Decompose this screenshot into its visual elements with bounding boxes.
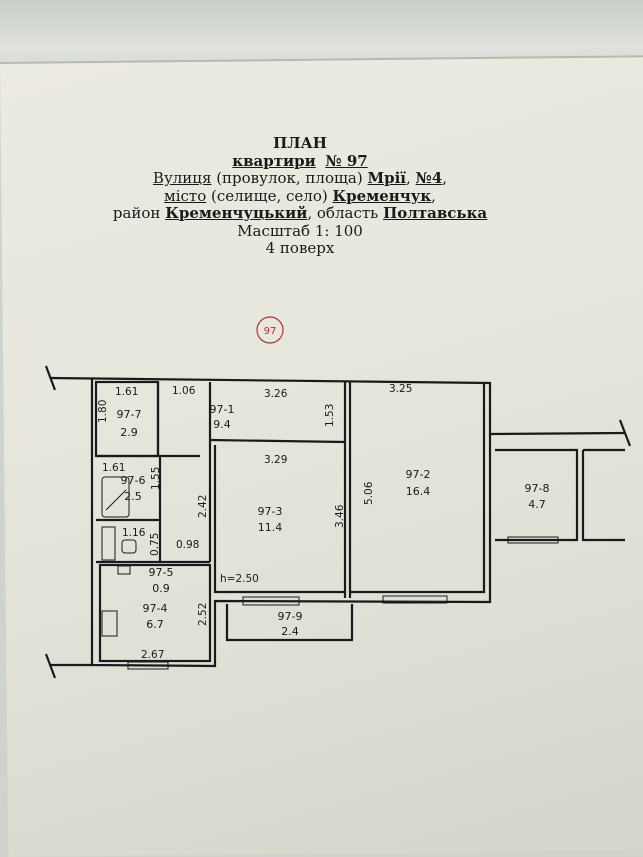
room-97-9-area: 2.4 — [281, 625, 299, 638]
apartment-line: квартири № 97 — [232, 151, 368, 170]
room-97-4-area: 6.7 — [146, 618, 164, 631]
room-97-5-id: 97-5 — [149, 566, 174, 579]
room-97-7-area: 2.9 — [120, 426, 138, 439]
dim-r5-depth: 0.98 — [176, 539, 199, 551]
apartment-number: № 97 — [325, 151, 368, 170]
room-97-6-id: 97-6 — [121, 474, 146, 487]
fixtures — [101, 476, 137, 637]
walls — [44, 365, 632, 679]
apartment-circle-number: 97 — [264, 326, 277, 337]
city-line: місто (селище, село) Кременчук, — [164, 186, 436, 205]
apartment-circle — [256, 316, 284, 344]
document-header: ПЛАН квартири № 97 Вулиця (провулок, пло… — [0, 134, 600, 258]
room-97-4-id: 97-4 — [143, 602, 168, 615]
city-name: Кременчук — [332, 186, 432, 205]
room-97-7-id: 97-7 — [117, 408, 142, 421]
plan-title: ПЛАН — [273, 134, 327, 152]
dim-r4-width: 2.67 — [141, 649, 164, 661]
dim-r2-width: 3.25 — [389, 383, 412, 395]
dim-r3-width: 3.29 — [264, 454, 287, 466]
room-97-8-id: 97-8 — [525, 482, 550, 495]
dim-r1-height: 1.53 — [324, 404, 336, 427]
dim-r1-left: 1.06 — [172, 385, 196, 397]
dim-corridor-height: 2.42 — [197, 495, 209, 518]
room-97-1-area: 9.4 — [213, 418, 231, 431]
dim-r7-height: 1.80 — [97, 400, 109, 423]
room-97-3-area: 11.4 — [258, 521, 283, 534]
room-97-9-id: 97-9 — [278, 610, 303, 623]
room-97-1-id: 97-1 — [210, 403, 235, 416]
ceiling-height: h=2.50 — [220, 573, 259, 585]
district-line: район Кременчуцький, область Полтавська — [112, 204, 488, 222]
dim-r1-width: 3.26 — [264, 388, 288, 400]
room-97-5-area: 0.9 — [152, 582, 170, 595]
dim-r6-height: 1.55 — [150, 467, 162, 490]
dim-r5-height: 0.75 — [149, 533, 161, 556]
room-97-2-id: 97-2 — [406, 468, 431, 481]
street-line: Вулиця (провулок, площа) Мрії, №4, — [152, 169, 448, 187]
room-97-6-area: 2.5 — [124, 490, 142, 503]
street-name: Мрії — [367, 169, 407, 187]
dim-r2-height: 5.06 — [363, 481, 375, 505]
floor-line: 4 поверх — [265, 239, 335, 257]
windows — [127, 536, 559, 670]
dim-r4-height: 2.52 — [197, 603, 209, 626]
scale-line: Масштаб 1: 100 — [237, 221, 363, 240]
room-97-2-area: 16.4 — [406, 485, 431, 498]
house-number: №4 — [415, 169, 443, 187]
dim-r3-height: 3.46 — [334, 504, 346, 528]
region-name: Полтавська — [383, 204, 488, 222]
district-name: Кременчуцький — [165, 204, 308, 222]
room-97-3-id: 97-3 — [258, 505, 283, 518]
room-97-8-area: 4.7 — [528, 498, 546, 511]
dim-r7-width: 1.61 — [115, 386, 138, 398]
dim-r6-width: 1.61 — [102, 462, 125, 474]
dim-r5-width: 1.16 — [122, 527, 146, 539]
